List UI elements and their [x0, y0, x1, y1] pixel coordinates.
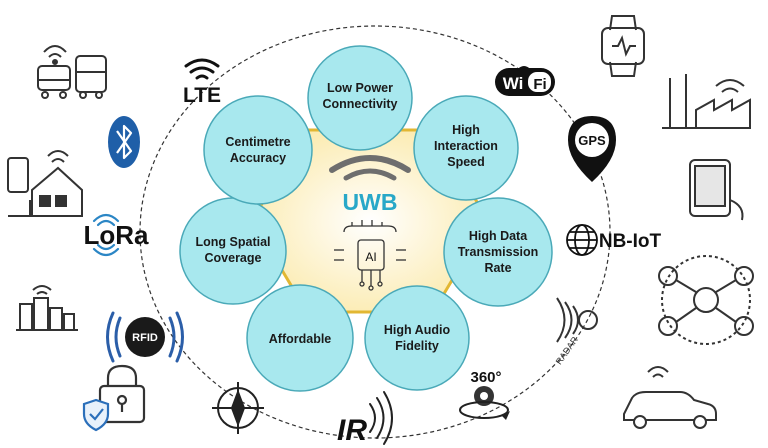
gps-label: GPS: [578, 133, 606, 148]
security-lock-icon: [82, 364, 146, 432]
connected-car-icon: [623, 366, 717, 429]
svg-text:Coverage: Coverage: [205, 251, 262, 265]
rfid-label: RFID: [132, 332, 158, 344]
smart-city-icon: [16, 285, 78, 331]
network-people-icon: [658, 255, 754, 345]
svg-text:Fidelity: Fidelity: [395, 339, 439, 353]
lora-label: LoRa: [84, 220, 150, 250]
lte-icon: [184, 58, 220, 80]
svg-text:Low Power: Low Power: [327, 81, 393, 95]
svg-text:Centimetre: Centimetre: [225, 135, 290, 149]
connected-vehicles-icon: [37, 45, 107, 99]
wifi-icon: [495, 66, 555, 96]
compass-icon: [212, 382, 264, 434]
feature-bubble-centimetre: Centimetre Accuracy: [203, 95, 313, 205]
feature-bubble-affordable: Affordable: [246, 284, 354, 392]
threesixty-label: 360°: [470, 369, 501, 386]
svg-text:Long Spatial: Long Spatial: [196, 235, 271, 249]
svg-text:Connectivity: Connectivity: [322, 97, 397, 111]
feature-bubble-long-spatial: Long Spatial Coverage: [179, 197, 287, 305]
svg-text:Affordable: Affordable: [269, 332, 332, 346]
ir-label: IR: [337, 414, 367, 447]
svg-text:Transmission: Transmission: [458, 245, 539, 259]
lora-icon: [92, 213, 120, 257]
center-title: UWB: [343, 189, 398, 215]
camera-360-icon: [459, 386, 510, 420]
smartwatch-icon: [601, 15, 645, 77]
nbiot-label: NB-IoT: [599, 231, 662, 252]
svg-text:High Data: High Data: [469, 229, 528, 243]
svg-text:High: High: [452, 123, 480, 137]
wifi-label-wi: Wi: [503, 74, 524, 93]
feature-bubble-low-power: Low Power Connectivity: [307, 45, 413, 151]
radar-icon: [556, 297, 598, 343]
svg-text:Accuracy: Accuracy: [230, 151, 286, 165]
lte-label: LTE: [183, 84, 221, 107]
rfid-icon: [106, 311, 184, 363]
outer-ring: [139, 25, 611, 439]
ai-chip-icon: [334, 220, 406, 291]
feature-bubble-high-audio: High Audio Fidelity: [364, 285, 470, 391]
signal-arcs-icon: [329, 155, 411, 181]
gps-pin-icon: [568, 116, 616, 182]
ai-label: AI: [365, 250, 376, 264]
svg-text:Rate: Rate: [484, 261, 511, 275]
feature-bubble-high-data-rate: High Data Transmission Rate: [443, 197, 553, 307]
svg-text:Speed: Speed: [447, 155, 485, 169]
mobile-device-icon: [689, 159, 744, 221]
wifi-label-fi: Fi: [533, 76, 546, 93]
svg-text:Interaction: Interaction: [434, 139, 498, 153]
feature-bubble-high-interaction: High Interaction Speed: [413, 95, 519, 201]
smart-factory-icon: [662, 74, 751, 129]
ir-waves-icon: [369, 391, 393, 445]
bluetooth-icon: [108, 116, 140, 168]
svg-text:High Audio: High Audio: [384, 323, 451, 337]
smart-home-icon: [7, 150, 83, 217]
globe-icon: [566, 224, 598, 256]
